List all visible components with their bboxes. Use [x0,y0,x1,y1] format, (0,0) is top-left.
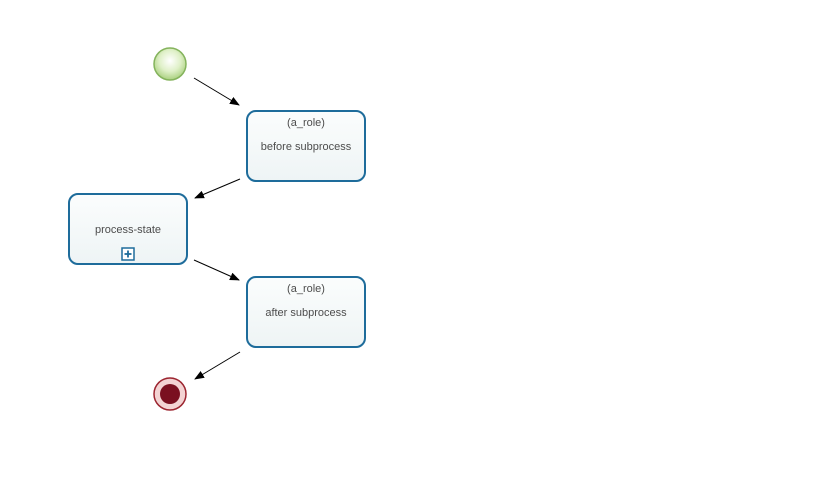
subprocess-process-state[interactable]: process-state [68,193,188,265]
task-label: after subprocess [265,307,347,319]
task-role-label: (a_role) [287,283,325,295]
sequence-flow-start-to-before[interactable] [193,77,240,106]
end-event[interactable] [153,377,187,411]
task-after-subprocess[interactable]: (a_role) after subprocess [246,276,366,348]
task-label: before subprocess [261,141,352,153]
task-role-label: (a_role) [287,117,325,129]
start-event[interactable] [153,47,187,81]
task-before-subprocess[interactable]: (a_role) before subprocess [246,110,366,182]
sequence-flow-before-to-process-state[interactable] [194,178,241,199]
sequence-flow-after-to-end[interactable] [194,351,241,380]
sequence-flow-process-state-to-after[interactable] [193,259,240,281]
expand-subprocess-icon[interactable] [121,247,135,261]
subprocess-label: process-state [95,224,161,236]
